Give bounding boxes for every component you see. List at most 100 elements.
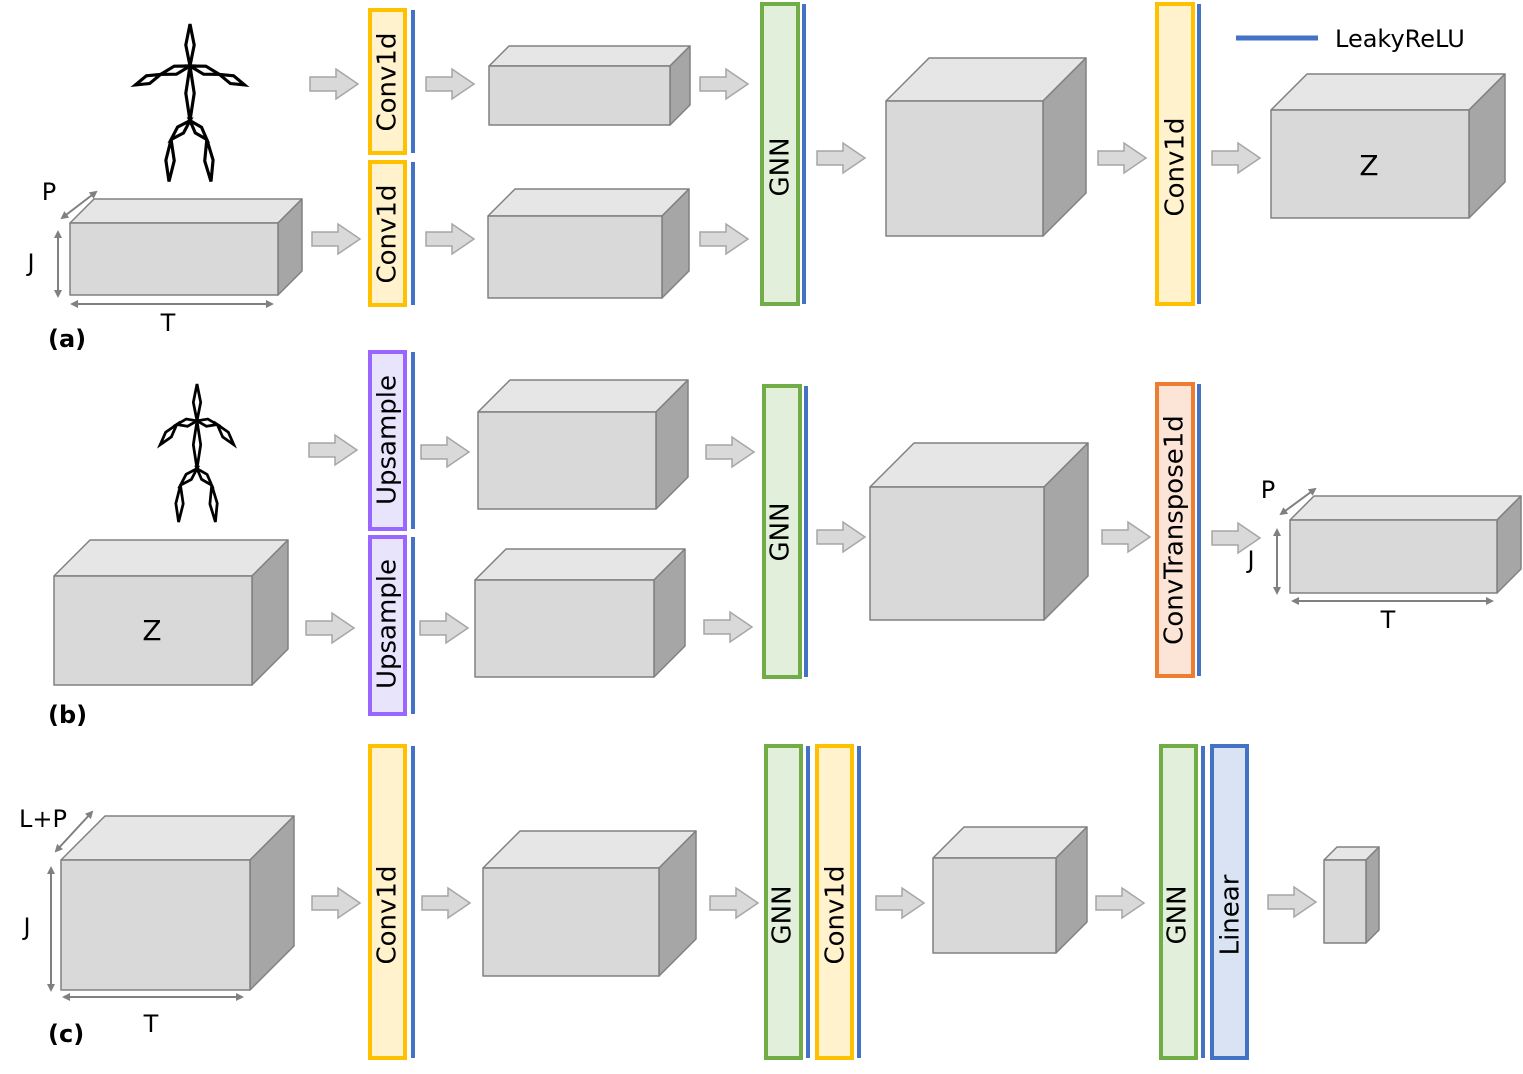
panel-b-arrow-6	[703, 610, 754, 644]
panel-b-cube-top-top-face	[477, 379, 689, 413]
panel-c-dim-p: L+P	[19, 805, 67, 833]
panel-a-latent-z-top-face	[1270, 73, 1506, 111]
panel-b-output-cube	[1289, 495, 1522, 594]
panel-c-dim-t: T	[143, 1010, 159, 1038]
panel-a-input-cube-front-face	[69, 222, 279, 296]
panel-a-skeleton	[130, 23, 250, 182]
panel-b-latent-z-front-face	[53, 575, 253, 686]
panel-a-gnn-label: GNN	[766, 137, 796, 196]
panel-a-dim-p: P	[42, 178, 56, 206]
panel-a-arrow-9	[1211, 141, 1262, 175]
panel-c-cube-2	[932, 826, 1088, 954]
panel-b-upsample-top-label: Upsample	[373, 375, 403, 505]
panel-b-dim-p: P	[1261, 476, 1275, 504]
panel-a-arrow-1	[309, 67, 360, 101]
legend: LeakyReLU	[1236, 25, 1465, 53]
panel-a-dim-p-arrow	[60, 190, 98, 220]
panel-b-cube-top-front-face	[477, 411, 657, 510]
panel-b-convtranspose1d	[1155, 382, 1195, 678]
panel-b-arrow-8	[1101, 520, 1152, 554]
panel-a-arrow-3	[425, 67, 476, 101]
panel-c-output-cube	[1323, 846, 1380, 944]
panel-c-output-cube-side-face	[1365, 846, 1380, 944]
panel-a-arrow-4	[425, 222, 476, 256]
panel-b-arrow-1	[308, 433, 359, 467]
panel-c-linear	[1210, 744, 1249, 1060]
panel-b-skeleton-bone	[156, 420, 180, 449]
panel-c-arrow-2	[421, 886, 472, 920]
panel-a-conv1d-final-label: Conv1d	[1161, 118, 1191, 217]
panel-b-latent-z-label: Z	[142, 614, 161, 647]
panel-b-skeleton-bone	[192, 417, 222, 428]
panel-b-skeleton-bone	[174, 484, 185, 523]
panel-a-skeleton-bone	[186, 116, 211, 144]
panel-c-arrow-3	[709, 886, 760, 920]
panel-c-conv1d-first-label: Conv1d	[373, 866, 403, 965]
panel-c-conv1d-second	[815, 744, 854, 1060]
panel-c-output-cube-front-face	[1323, 859, 1367, 944]
panel-c-dim-p-arrow	[54, 810, 94, 853]
diagram-shapes	[47, 2, 1522, 1060]
panel-b-skeleton-bone	[191, 420, 203, 469]
panel-a-cube-bottom-top-face	[487, 188, 690, 217]
panel-c-gnn-first	[764, 744, 803, 1060]
panel-c-linear-label: Linear	[1216, 874, 1246, 955]
panel-b-upsample-bottom	[368, 535, 407, 716]
panel-c-gnn-second	[1159, 744, 1198, 1060]
panel-a-arrow-8	[1097, 141, 1148, 175]
panel-b-cube-bottom-top-face	[474, 548, 686, 581]
panel-a-gnn	[760, 2, 800, 306]
panel-a-latent-z-label: Z	[1359, 149, 1378, 182]
panel-a-cube-top-front-face	[488, 65, 671, 126]
panel-b-arrow-5	[705, 435, 756, 469]
panel-a-cube-bottom	[487, 188, 690, 299]
panel-b-dim-t: T	[1380, 606, 1396, 634]
panel-c-arrow-4	[875, 886, 926, 920]
panel-a-skeleton-bone	[184, 23, 196, 67]
panel-c: (c) L+P J T Conv1d GNN Conv1d GNN Linear	[19, 805, 1245, 1048]
panel-b-arrow-3	[420, 435, 471, 469]
panel-b-cube-top	[477, 379, 689, 510]
panel-b-skeleton-bone	[194, 465, 215, 489]
panel-b-gnn	[762, 384, 802, 679]
panel-b-dim-j: J	[1245, 546, 1254, 574]
panel-b-cube-bottom	[474, 548, 686, 678]
panel-c-gnn-second-label: GNN	[1163, 885, 1193, 944]
panel-b-cube-bottom-front-face	[474, 579, 655, 678]
panel-a-cube-top	[488, 45, 691, 126]
panel-a-skeleton-bone	[214, 72, 250, 87]
panel-c-gnn-first-label: GNN	[768, 885, 798, 944]
legend-leakyrelu-label: LeakyReLU	[1335, 25, 1465, 53]
panel-c-input-cube	[60, 815, 295, 991]
panel-b-cube-merged-front-face	[869, 486, 1045, 621]
panel-c-arrow-5	[1095, 886, 1146, 920]
panel-a-latent-z	[1270, 73, 1506, 219]
panel-a-arrow-5	[699, 67, 750, 101]
panel-a-cube-bottom-front-face	[487, 215, 663, 299]
panel-a-latent-z-front-face	[1270, 109, 1470, 219]
panel-c-input-cube-front-face	[60, 859, 251, 991]
panel-a-conv1d-bottom	[368, 160, 407, 307]
panel-c-conv1d-first	[368, 744, 407, 1060]
panel-a-conv1d-top-label: Conv1d	[373, 33, 403, 132]
panel-b-output-cube-front-face	[1289, 519, 1498, 594]
panel-b-cube-merged	[869, 442, 1089, 621]
panel-b-tag: (b)	[48, 701, 87, 729]
panel-b-skeleton-bone	[191, 383, 203, 422]
panel-a-cube-merged-front-face	[885, 100, 1044, 237]
panel-b-upsample-top	[368, 350, 407, 531]
panel-b-dim-p-arrow	[1279, 487, 1317, 516]
panel-b-skeleton	[156, 383, 238, 523]
panel-a-arrow-2	[311, 222, 362, 256]
panel-a-skeleton-bone	[130, 72, 166, 87]
panel-c-arrow-6	[1267, 885, 1318, 919]
panel-b-latent-z	[53, 539, 289, 686]
panel-b-latent-z-top-face	[53, 539, 289, 577]
panel-b-upsample-bottom-label: Upsample	[373, 559, 403, 689]
panel-a-arrow-6	[699, 222, 750, 256]
panel-a-skeleton-bone	[154, 64, 196, 77]
panel-a: (a) P J T Conv1d Conv1d GNN Conv1d Z	[25, 33, 1378, 353]
panel-a-conv1d-final	[1155, 2, 1195, 306]
panel-b-arrow-7	[816, 520, 867, 554]
